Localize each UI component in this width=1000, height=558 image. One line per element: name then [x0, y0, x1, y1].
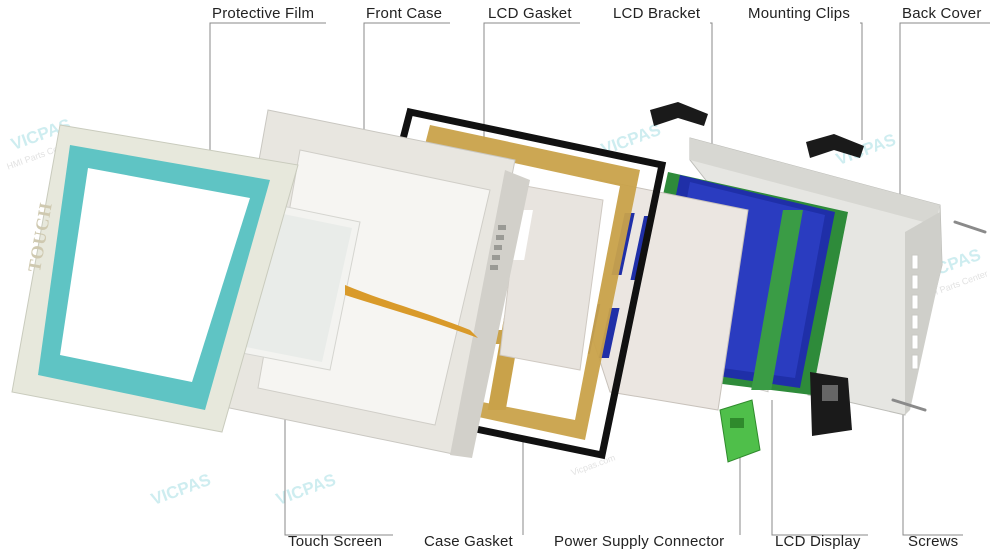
label-front-case: Front Case	[366, 5, 443, 22]
leader-lines	[209, 22, 990, 536]
label-touch-screen: Touch Screen	[288, 533, 383, 550]
mounting-clips	[650, 102, 864, 158]
label-case-gasket: Case Gasket	[424, 533, 513, 550]
label-back-cover: Back Cover	[902, 5, 982, 22]
label-screws: Screws	[908, 533, 959, 550]
label-lcd-gasket: LCD Gasket	[488, 5, 572, 22]
label-lcd-bracket: LCD Bracket	[613, 5, 701, 22]
label-protective-film: Protective Film	[212, 5, 315, 22]
power-plug	[810, 372, 852, 436]
protective-film	[11, 124, 299, 433]
label-mounting-clips: Mounting Clips	[748, 5, 851, 22]
label-power-supply-connector: Power Supply Connector	[554, 533, 725, 550]
power-supply-connector	[719, 399, 761, 463]
screws	[891, 220, 987, 412]
label-lcd-display: LCD Display	[775, 533, 861, 550]
